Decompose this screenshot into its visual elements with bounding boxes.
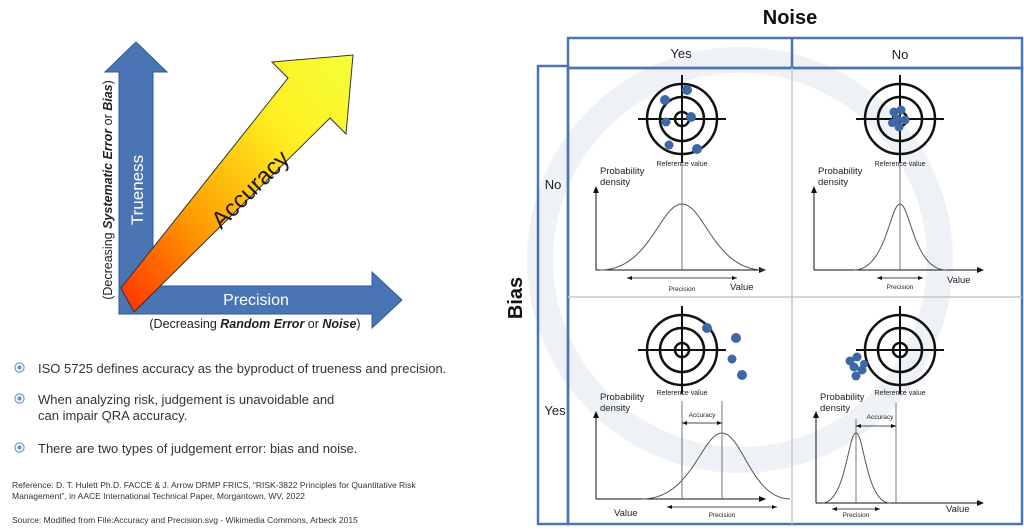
bullet-text: There are two types of judgement error: … [38, 441, 358, 456]
cell-noise-yes-bias-no: Reference value Probability density Prec… [593, 75, 766, 293]
precision-label: Precision [223, 292, 289, 309]
target-icon [638, 306, 726, 394]
shot-marks [845, 352, 868, 381]
shot-marks [702, 323, 747, 380]
bullet-icon [14, 362, 25, 373]
accuracy-diagram: Accuracy Trueness Precision (Decreasing … [101, 41, 403, 331]
probability-label: Probability [818, 166, 863, 177]
shot-marks [660, 85, 702, 154]
bias-noise-grid: Noise Bias Yes No No Yes Reference value… [505, 7, 1024, 526]
value-axis-label: Value [947, 275, 971, 286]
cell-noise-no-bias-no: Reference value Probability density Prec… [811, 75, 984, 291]
accuracy-label: Accuracy [689, 412, 716, 419]
bullet-icon [14, 393, 25, 404]
reference-text: Reference: D. T. Hulett Ph.D. FACCE & J.… [12, 480, 416, 501]
target-icon [638, 75, 726, 163]
reference-value-label: Reference value [657, 390, 708, 397]
target-icon [856, 306, 944, 394]
row-header-no: No [545, 177, 562, 192]
density-label: density [600, 177, 630, 188]
cell-noise-yes-bias-yes: Reference value Probability density Accu… [593, 306, 791, 519]
bullet-text: When analyzing risk, judgement is unavoi… [38, 392, 335, 423]
precision-sub-label: (Decreasing Random Error or Noise) [149, 317, 360, 331]
accuracy-arrow [120, 54, 354, 313]
trueness-label: Trueness [128, 155, 147, 225]
bias-title: Bias [505, 277, 527, 319]
density-label: density [820, 403, 850, 414]
precision-arrow [118, 270, 403, 330]
trueness-sub-label: (Decreasing Systematic Error or Bias) [101, 80, 115, 300]
shot-marks [888, 105, 910, 132]
col-header-no: No [892, 47, 909, 62]
watermark-shape [527, 47, 953, 473]
value-axis-label: Value [730, 282, 754, 293]
precision-axis-label: Precision [709, 512, 736, 519]
probability-label: Probability [820, 392, 865, 403]
grid-frame [566, 66, 1024, 526]
col-header-yes: Yes [670, 46, 692, 61]
precision-axis-label: Precision [843, 512, 870, 519]
bullet-text: ISO 5725 defines accuracy as the byprodu… [38, 361, 447, 376]
density-label: density [818, 177, 848, 188]
noise-title: Noise [763, 7, 817, 29]
accuracy-label: Accuracy [867, 414, 894, 421]
probability-label: Probability [600, 166, 645, 177]
cell-noise-no-bias-yes: Reference value Probability density Accu… [813, 306, 984, 519]
density-label: density [600, 403, 630, 414]
precision-axis-label: Precision [887, 284, 914, 291]
reference-value-label: Reference value [875, 390, 926, 397]
bullet-icon [14, 442, 25, 453]
value-axis-label: Value [946, 504, 970, 515]
probability-label: Probability [600, 392, 645, 403]
precision-axis-label: Precision [669, 286, 696, 293]
source-text: Source: Modified from File:Accuracy and … [12, 515, 358, 525]
row-header-yes: Yes [544, 403, 566, 418]
value-axis-label: Value [614, 508, 638, 519]
